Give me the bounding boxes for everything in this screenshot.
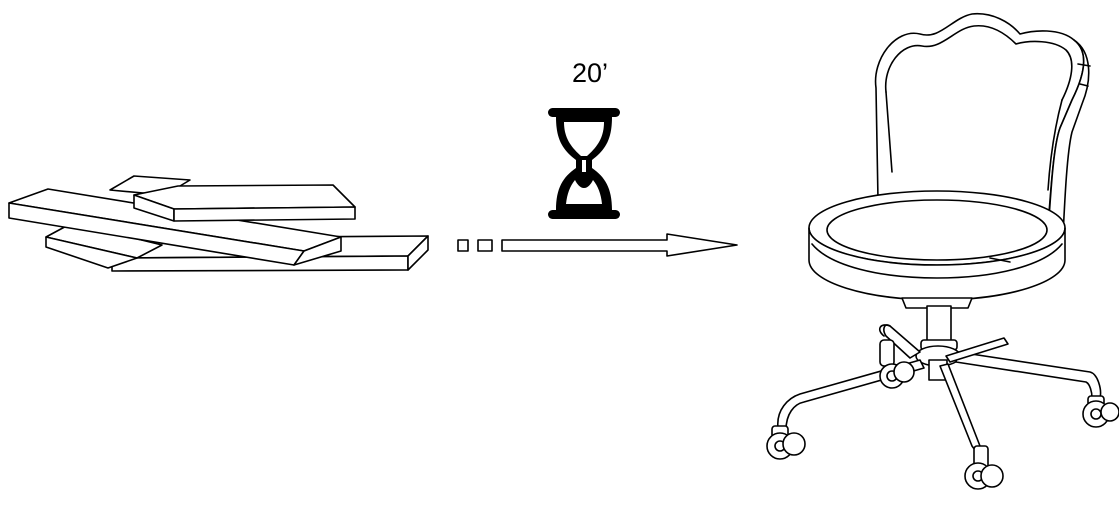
caster-left bbox=[766, 425, 806, 460]
arrow-dash-medium bbox=[477, 239, 493, 252]
caster-front bbox=[964, 445, 1004, 490]
boards-icon bbox=[8, 175, 429, 272]
chair-icon bbox=[766, 12, 1119, 490]
board-top bbox=[133, 184, 356, 222]
caster-right bbox=[1082, 395, 1119, 428]
hourglass-icon bbox=[548, 108, 620, 219]
assembly-time-label: 20’ bbox=[571, 58, 609, 88]
arrow-shaft bbox=[501, 233, 738, 257]
caster-back-left bbox=[879, 339, 915, 389]
arrow-dash-small bbox=[457, 239, 469, 252]
arrow-right-icon bbox=[457, 233, 738, 257]
